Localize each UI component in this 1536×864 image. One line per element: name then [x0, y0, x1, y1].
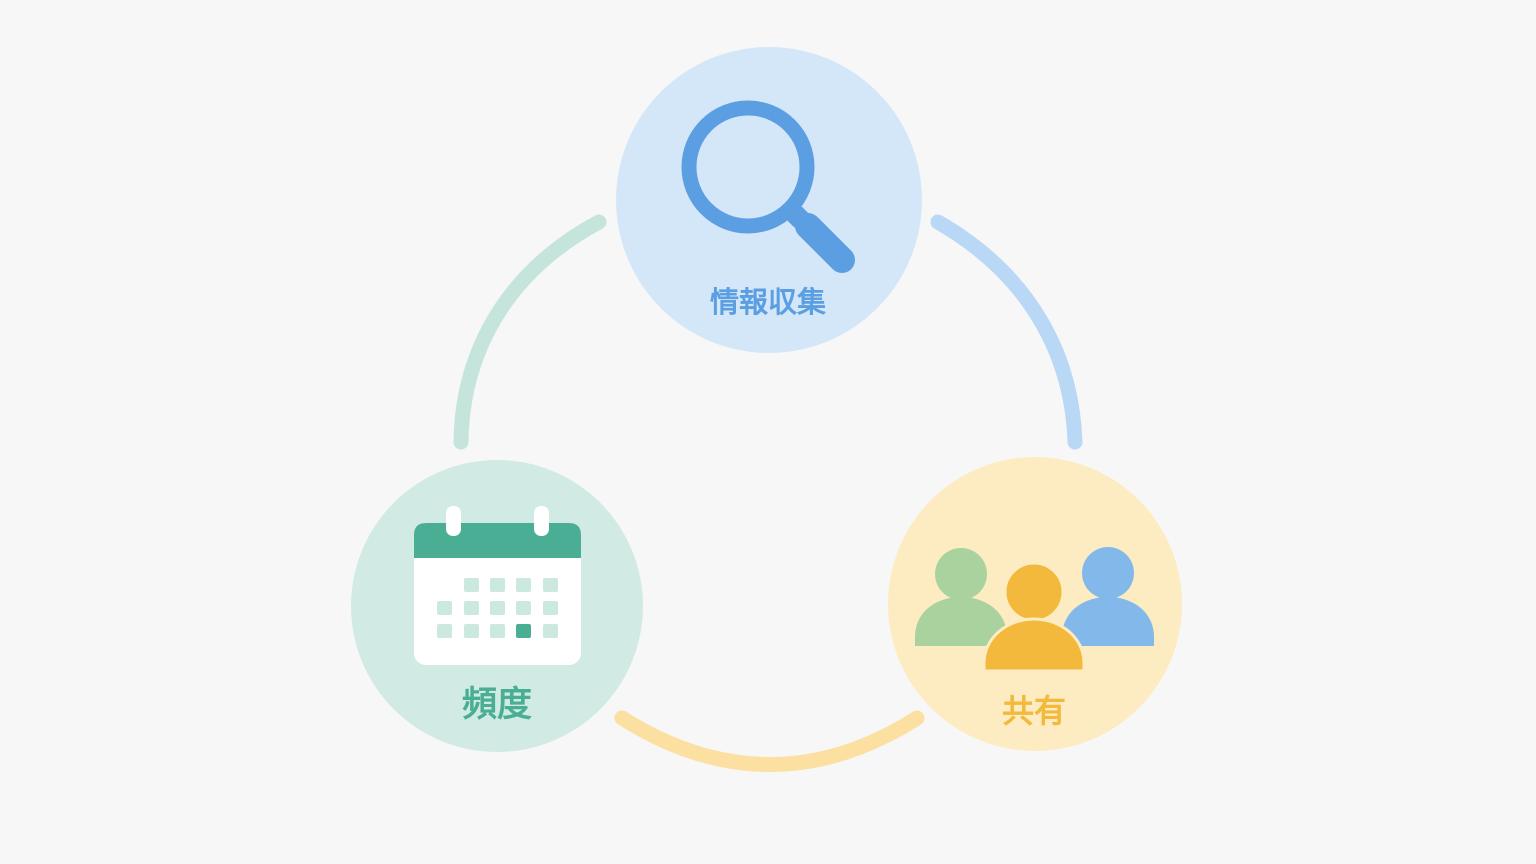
node-frequency-label: 頻度 [462, 685, 532, 725]
node-frequency: 頻度 [351, 460, 643, 752]
people-group-icon [915, 547, 1154, 673]
node-share-label: 共有 [1002, 692, 1066, 730]
node-share: 共有 [888, 457, 1182, 751]
connector-info-frequency [453, 214, 607, 450]
calendar-icon [414, 506, 581, 665]
connector-frequency-share [614, 710, 925, 772]
node-info-circle [616, 47, 922, 353]
connector-info-share [930, 214, 1083, 450]
magnifying-glass-icon [681, 100, 855, 273]
node-info-label: 情報収集 [710, 285, 827, 319]
node-info-gathering: 情報収集 [616, 47, 922, 353]
